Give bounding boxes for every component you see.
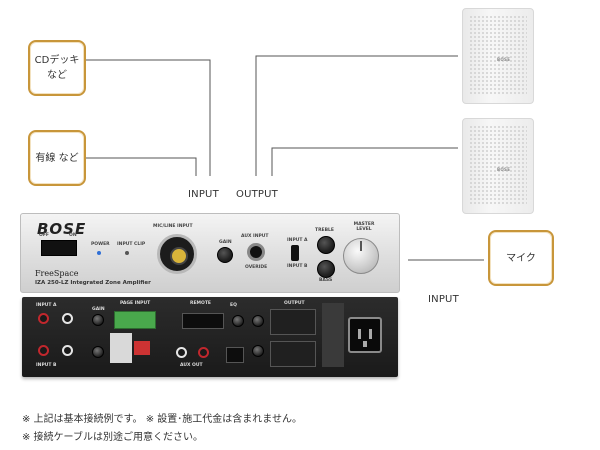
mic-line-input-label: MIC/LINE INPUT: [153, 224, 193, 229]
gain-knob[interactable]: [217, 247, 233, 263]
master-level-label: MASTER LEVEL: [353, 222, 375, 232]
input-clip-label: INPUT CLIP: [117, 242, 146, 247]
cable-label: 有線 など: [35, 152, 79, 164]
speaker-logo: BOSE: [497, 57, 511, 62]
note-line-1: ※ 上記は基本接続例です。 ※ 設置･施工代金は含まれません。: [22, 414, 302, 425]
overide-label: OVERIDE: [245, 265, 268, 270]
cable-box: 有線 など: [28, 130, 86, 186]
eq-knob[interactable]: [232, 315, 244, 327]
treble-label: TREBLE: [315, 228, 334, 233]
speaker-grill: [469, 125, 527, 205]
wire-output-b: [271, 147, 458, 176]
model-name: FreeSpace: [35, 269, 79, 278]
dip-switch[interactable]: [134, 341, 150, 355]
input-label-top: INPUT: [188, 189, 219, 200]
bass-label: BASS: [319, 278, 333, 283]
speaker-logo: BOSE: [497, 167, 511, 172]
remote-terminal[interactable]: [182, 313, 224, 329]
amplifier-front-panel: BOSE OFF ON POWER INPUT CLIP FreeSpace I…: [20, 213, 400, 293]
input-b-jack-r[interactable]: [38, 345, 49, 356]
aux-input-label: AUX INPUT: [241, 234, 269, 239]
wire-cd: [86, 59, 211, 176]
input-a-jack-r[interactable]: [38, 313, 49, 324]
model-desc: IZA 250-LZ Integrated Zone Amplifier: [35, 280, 151, 286]
aux-out-jack-r[interactable]: [198, 347, 209, 358]
on-label: ON: [69, 233, 77, 238]
speaker-terminal-2[interactable]: [270, 341, 316, 367]
page-input-terminal[interactable]: [114, 311, 156, 329]
aux-jack[interactable]: [247, 243, 265, 261]
rear-output-label: OUTPUT: [284, 301, 305, 306]
output-label: OUTPUT: [236, 189, 278, 200]
treble-knob[interactable]: [317, 236, 335, 254]
input-selector-switch[interactable]: [291, 245, 299, 261]
cd-deck-sub: など: [47, 70, 67, 81]
rear-input-b-label: INPUT B: [36, 363, 57, 368]
eq-terminal[interactable]: [226, 347, 244, 363]
rear-gain-knob-a[interactable]: [92, 314, 104, 326]
mic-label: マイク: [506, 252, 536, 264]
aux-out-jack-l[interactable]: [176, 347, 187, 358]
speaker-terminal-1[interactable]: [270, 309, 316, 335]
wire-cable: [86, 157, 197, 176]
power-switch[interactable]: [41, 240, 77, 256]
rear-gain-label: GAIN: [92, 307, 105, 312]
amplifier-rear-panel: INPUT A GAIN INPUT B PAGE INPUT REMOTE A…: [22, 297, 398, 377]
gain-label: GAIN: [219, 240, 232, 245]
power-label: POWER: [91, 242, 110, 247]
cd-deck-box: CDデッキ など: [28, 40, 86, 96]
aux-out-label: AUX OUT: [180, 363, 203, 368]
spec-label-plate: [322, 303, 344, 367]
ac-inlet[interactable]: [348, 317, 382, 353]
combo-jack[interactable]: [157, 234, 197, 274]
mic-box: マイク: [488, 230, 554, 286]
output-trim-knob-1[interactable]: [252, 315, 264, 327]
bose-logo: BOSE: [37, 220, 87, 238]
rear-input-a-label: INPUT A: [36, 303, 57, 308]
bass-knob[interactable]: [317, 260, 335, 278]
master-level-knob[interactable]: [343, 238, 379, 274]
input-a-label: INPUT A: [287, 238, 308, 243]
rear-gain-knob-b[interactable]: [92, 346, 104, 358]
speaker-top: BOSE: [462, 8, 534, 104]
speaker-bottom: BOSE: [462, 118, 534, 214]
input-a-jack-l[interactable]: [62, 313, 73, 324]
output-trim-knob-2[interactable]: [252, 345, 264, 357]
page-input-label: PAGE INPUT: [120, 301, 151, 306]
input-b-jack-l[interactable]: [62, 345, 73, 356]
remote-label: REMOTE: [190, 301, 211, 306]
speaker-grill: [469, 15, 527, 95]
power-led: [97, 251, 101, 255]
cd-deck-label: CDデッキ: [34, 55, 80, 66]
input-b-label: INPUT B: [287, 264, 308, 269]
note-line-2: ※ 接続ケーブルは別途ご用意ください。: [22, 432, 203, 443]
eq-label: EQ: [230, 303, 237, 308]
off-label: OFF: [39, 233, 49, 238]
input-label-right: INPUT: [428, 294, 459, 305]
rear-settings-legend: [110, 333, 132, 363]
clip-led: [125, 251, 129, 255]
wire-output-a: [255, 55, 458, 176]
